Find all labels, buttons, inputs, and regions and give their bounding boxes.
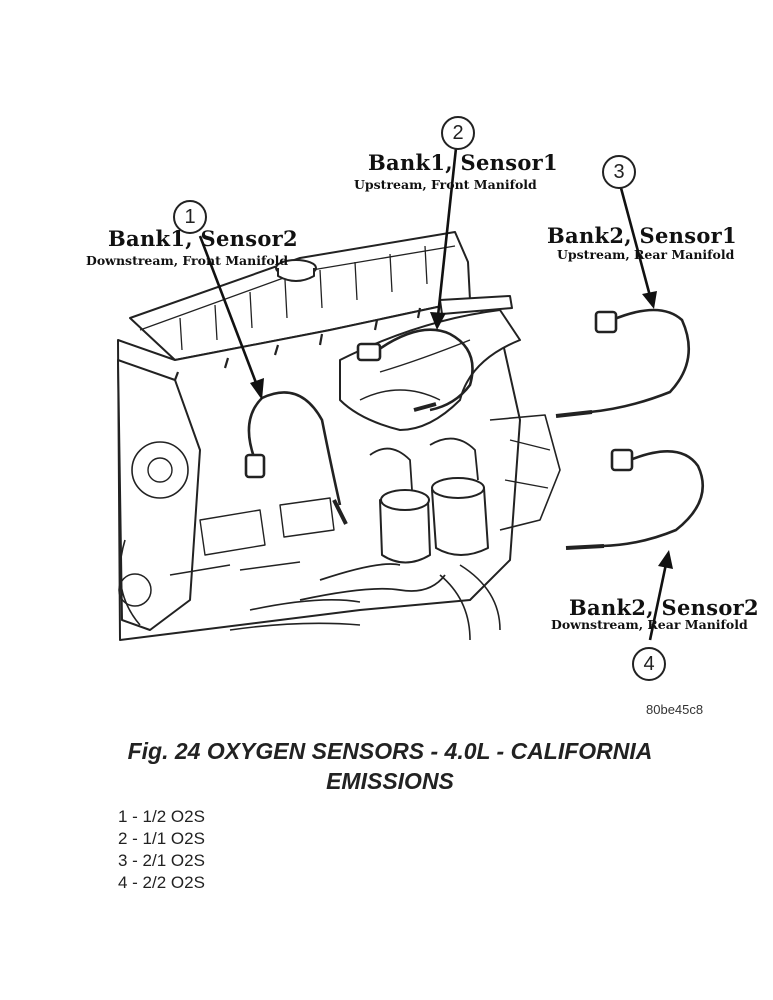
leader-line-3 <box>619 187 652 297</box>
callout-title-4: Bank2, Sensor2 <box>569 595 759 620</box>
callout-number-4: 4 <box>632 647 666 681</box>
figure-caption-line-1: Fig. 24 OXYGEN SENSORS - 4.0L - CALIFORN… <box>127 738 653 764</box>
callout-subtitle-2: Upstream, Front Manifold <box>354 177 537 192</box>
engine-block-drawing <box>117 231 561 641</box>
arrowhead-4 <box>658 550 673 569</box>
leader-arrows <box>198 147 673 641</box>
callout-number-2: 2 <box>441 116 475 150</box>
legend-item: 2 - 1/1 O2S <box>118 829 205 848</box>
sensor-3-wiring <box>555 308 691 418</box>
legend-item: 1 - 1/2 O2S <box>118 807 205 826</box>
callout-subtitle-1: Downstream, Front Manifold <box>86 253 289 268</box>
arrowhead-1 <box>250 378 264 400</box>
callout-number-3: 3 <box>602 155 636 189</box>
arrowhead-2 <box>430 312 446 330</box>
arrowhead-3 <box>642 291 657 309</box>
callout-title-1: Bank1, Sensor2 <box>108 226 298 251</box>
leader-line-2 <box>436 147 458 317</box>
callout-title-3: Bank2, Sensor1 <box>547 223 737 248</box>
leader-line-1 <box>198 235 260 389</box>
legend-item: 3 - 2/1 O2S <box>118 851 205 870</box>
callout-subtitle-4: Downstream, Rear Manifold <box>551 617 748 632</box>
callout-number-1: 1 <box>173 200 207 234</box>
leader-line-4 <box>648 563 668 641</box>
legend-item: 4 - 2/2 O2S <box>118 873 205 892</box>
callout-subtitle-3: Upstream, Rear Manifold <box>557 247 735 262</box>
figure-caption-line-2: EMISSIONS <box>326 768 454 794</box>
sensor-2-wiring <box>356 328 474 412</box>
legend-list: 1 - 1/2 O2S 2 - 1/1 O2S 3 - 2/1 O2S 4 - … <box>118 806 205 894</box>
sensor-1-wiring <box>244 391 348 525</box>
callout-title-2: Bank1, Sensor1 <box>368 150 558 175</box>
figure-code: 80be45c8 <box>646 702 704 717</box>
sensor-4-wiring <box>565 448 704 550</box>
figure-caption: Fig. 24 OXYGEN SENSORS - 4.0L - CALIFORN… <box>60 736 720 796</box>
